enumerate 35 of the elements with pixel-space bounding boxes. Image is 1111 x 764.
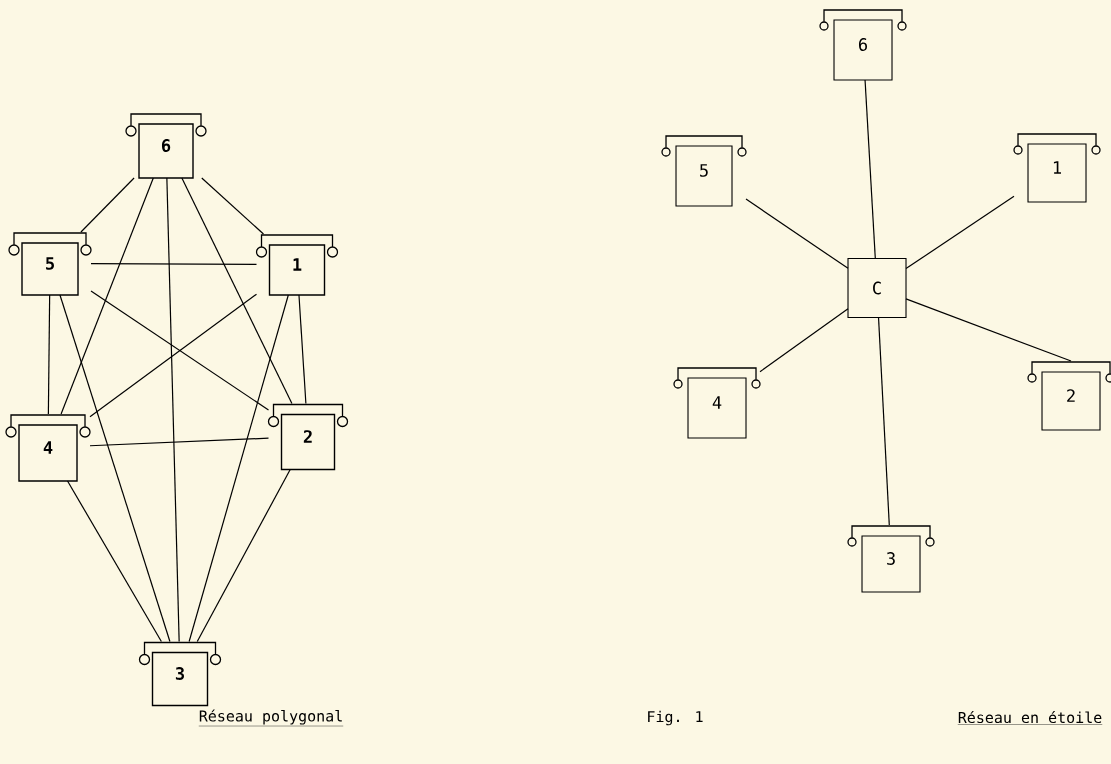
terminal-box: 4 xyxy=(18,424,78,482)
terminal-box: 6 xyxy=(138,123,194,179)
connection-line xyxy=(90,263,258,265)
connection-line xyxy=(59,294,171,643)
terminal-box: 6 xyxy=(833,19,893,81)
terminal-box: 5 xyxy=(21,242,79,296)
central-switch-box: C xyxy=(847,257,907,319)
connection-line xyxy=(877,316,890,526)
terminal-box: 5 xyxy=(675,145,733,207)
caption: Réseau polygonal xyxy=(198,709,344,727)
connection-line xyxy=(745,198,849,269)
connection-line xyxy=(60,177,154,415)
caption: Fig. 1 xyxy=(648,710,703,726)
terminal-box: 3 xyxy=(861,535,921,593)
caption: Réseau en étoile xyxy=(957,710,1103,725)
connection-line xyxy=(188,294,289,643)
terminal-box: 2 xyxy=(280,413,336,471)
terminal-box: 2 xyxy=(1041,371,1101,431)
connection-line xyxy=(196,468,291,643)
connection-line xyxy=(201,177,265,235)
connection-line xyxy=(89,437,270,447)
connection-line xyxy=(80,177,135,233)
connection-line xyxy=(66,480,162,643)
terminal-box: 3 xyxy=(151,651,209,707)
connection-line xyxy=(166,177,180,643)
terminal-box: 4 xyxy=(687,377,747,439)
terminal-box: 1 xyxy=(1027,143,1087,203)
connection-line xyxy=(759,308,849,373)
connection-line xyxy=(47,294,51,415)
connection-line xyxy=(864,79,876,260)
connection-line xyxy=(298,294,307,405)
connection-line xyxy=(905,298,1072,362)
connection-line xyxy=(905,195,1015,270)
connection-line xyxy=(181,177,293,405)
terminal-box: 1 xyxy=(268,244,326,296)
